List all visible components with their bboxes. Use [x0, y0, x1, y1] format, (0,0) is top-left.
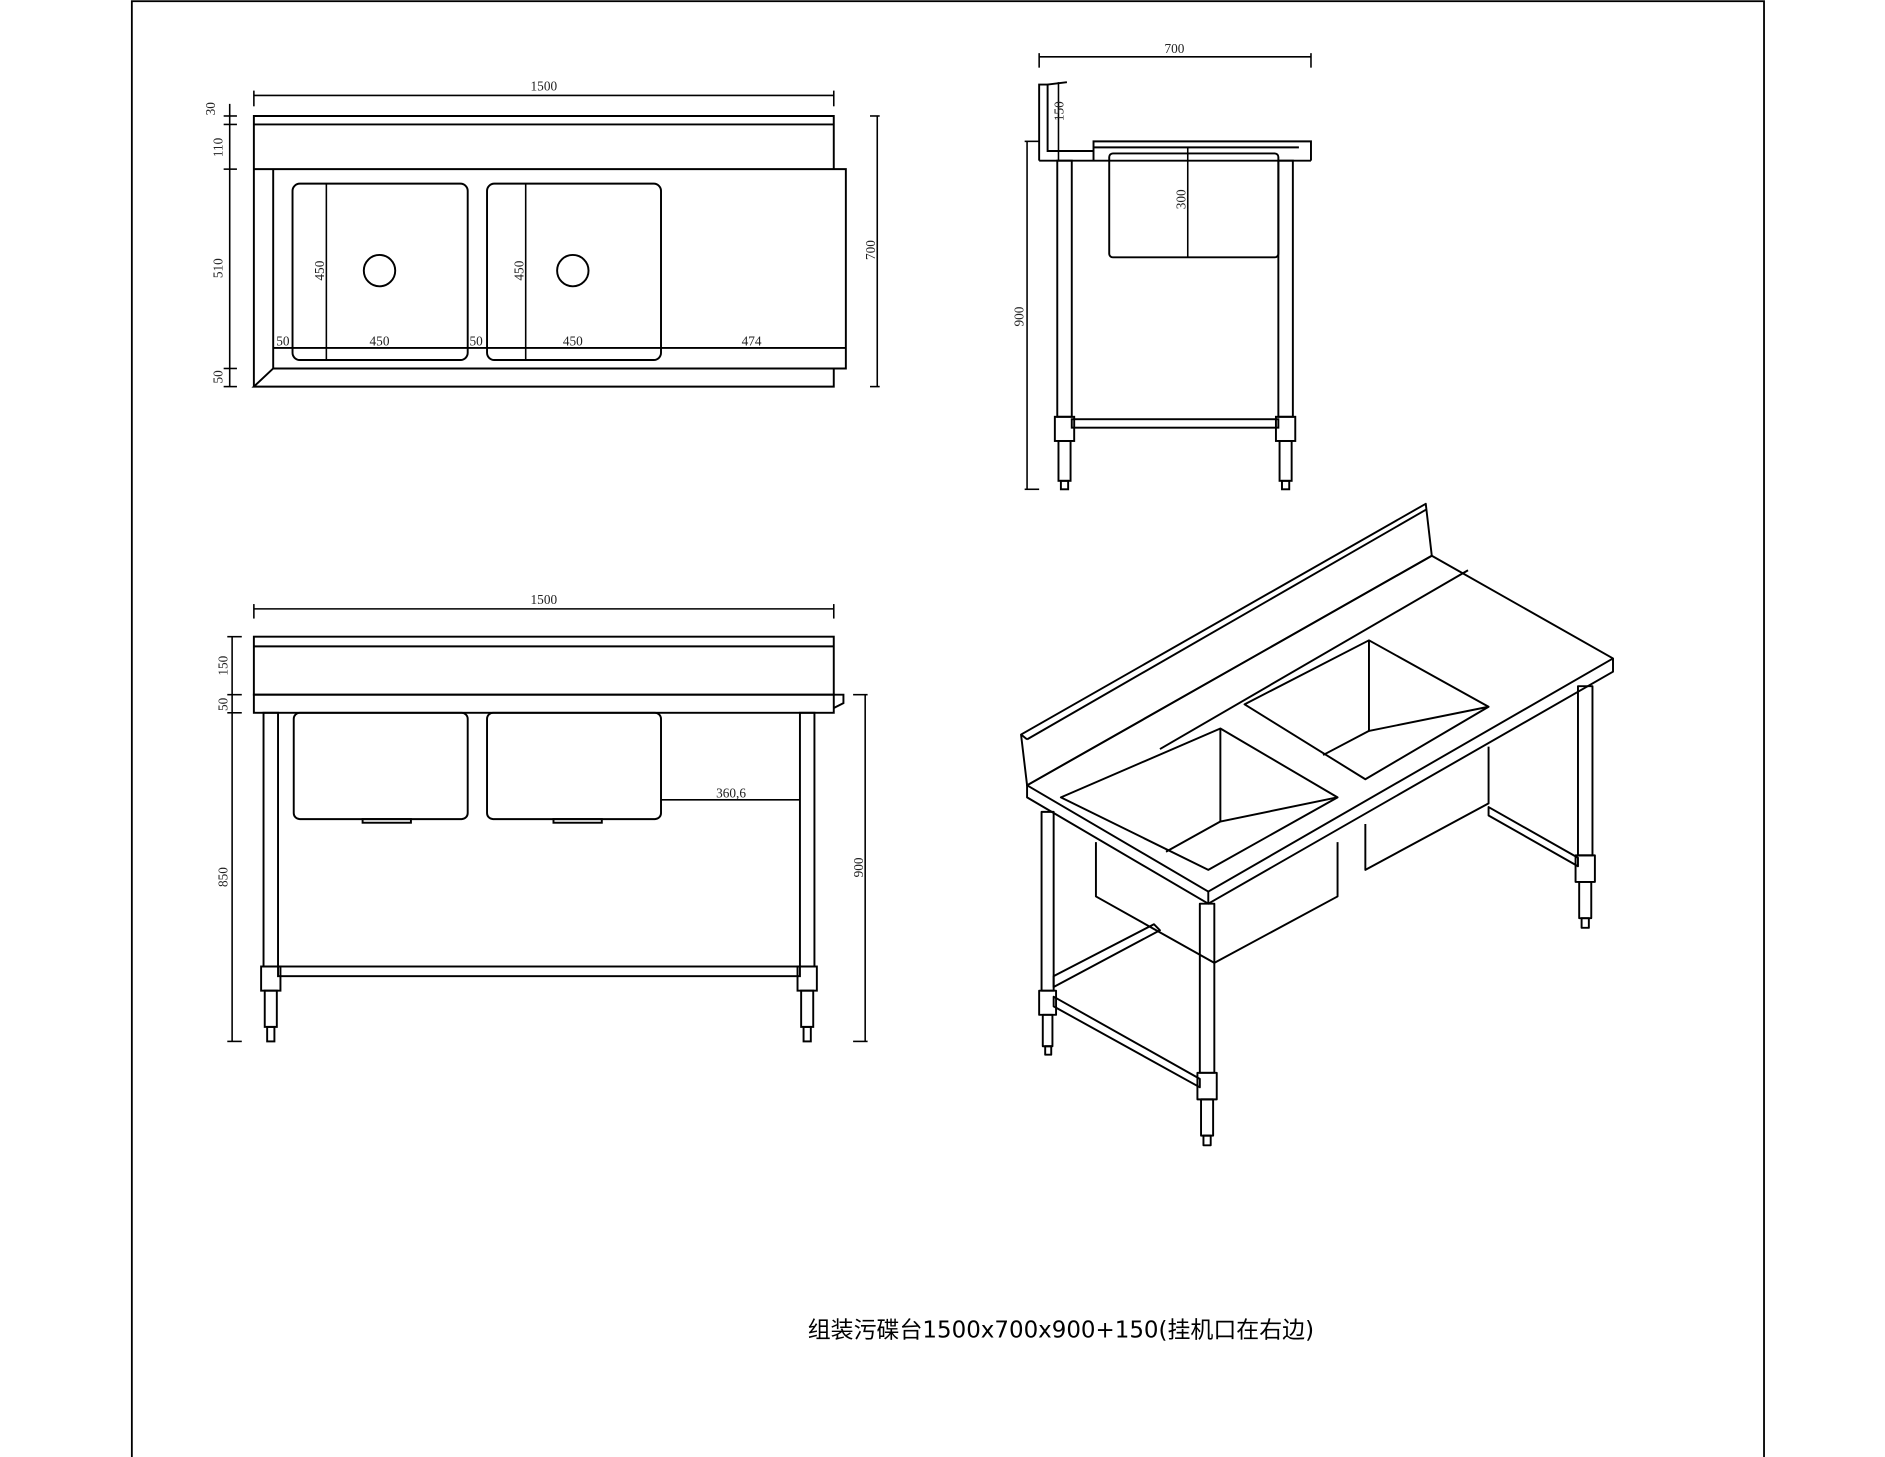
dim-plan-left-1: 110 — [210, 137, 225, 157]
dim-bottom-1: 450 — [370, 334, 390, 349]
plan-view: 1500 700 30 110 510 50 450 450 50 450 50… — [203, 79, 880, 388]
drawing-caption: 组装污碟台1500x700x900+150(挂机口在右边) — [808, 1317, 1314, 1343]
dim-plan-left-3: 50 — [210, 370, 225, 384]
front-sink-left — [292, 711, 469, 821]
dim-front-right: 900 — [851, 857, 866, 877]
iso-tabletop — [1026, 554, 1614, 893]
plan-outline — [223, 90, 880, 388]
side-sink — [1108, 152, 1280, 259]
iso-crossbar-right — [1487, 806, 1579, 868]
isometric-view — [1020, 502, 1614, 1147]
dim-bottom-0: 50 — [276, 334, 290, 349]
sink-right — [486, 182, 662, 361]
drain-hole-right — [556, 253, 590, 288]
dim-sink-depth-right: 450 — [511, 260, 526, 280]
dim-front-left-2: 850 — [215, 867, 230, 887]
dim-front-left-0: 150 — [215, 655, 230, 675]
drain-hole-left — [362, 253, 397, 288]
dim-side-sink-depth: 300 — [1173, 189, 1188, 209]
side-view: 700 150 300 900 — [1011, 41, 1312, 491]
dim-plan-depth: 700 — [863, 240, 878, 260]
iso-sink-right-body — [1364, 746, 1490, 871]
iso-leg-front-right — [1577, 685, 1594, 857]
side-crossbar — [1070, 418, 1280, 429]
dim-bottom-2: 50 — [470, 334, 484, 349]
dim-bottom-4: 474 — [742, 334, 762, 349]
front-tabletop — [252, 693, 835, 714]
dim-plan-width: 1500 — [531, 79, 558, 94]
dim-front-left-1: 50 — [215, 697, 230, 711]
iso-backsplash — [1020, 502, 1433, 787]
dim-plan-left-0: 30 — [203, 102, 218, 116]
iso-sink-left-opening — [1059, 727, 1339, 871]
sheet-border — [130, 0, 1765, 1457]
front-view: 1500 150 50 850 900 360,6 — [215, 592, 868, 1043]
iso-crossbar-side — [1052, 995, 1201, 1089]
dim-front-width: 1500 — [531, 592, 558, 607]
dim-side-splash: 150 — [1051, 101, 1066, 121]
dim-side-depth: 700 — [1165, 41, 1185, 56]
side-leg-right — [1277, 159, 1294, 418]
front-leg-right — [798, 711, 816, 968]
front-sink-right — [486, 711, 662, 821]
dim-front-drainer: 360,6 — [716, 785, 746, 800]
iso-leg-back-left — [1040, 810, 1055, 992]
dim-bottom-3: 450 — [563, 334, 583, 349]
front-crossbar — [277, 965, 801, 978]
iso-sink-right-opening — [1243, 639, 1490, 781]
side-leg-left — [1056, 159, 1073, 418]
sink-left — [291, 182, 469, 361]
dim-sink-depth-left: 450 — [312, 260, 327, 280]
dim-side-height: 900 — [1011, 306, 1026, 326]
iso-leg-front-left — [1198, 902, 1216, 1074]
dim-plan-left-2: 510 — [210, 258, 225, 278]
front-leg-left — [262, 711, 279, 968]
iso-crossbar-back — [1052, 923, 1161, 989]
